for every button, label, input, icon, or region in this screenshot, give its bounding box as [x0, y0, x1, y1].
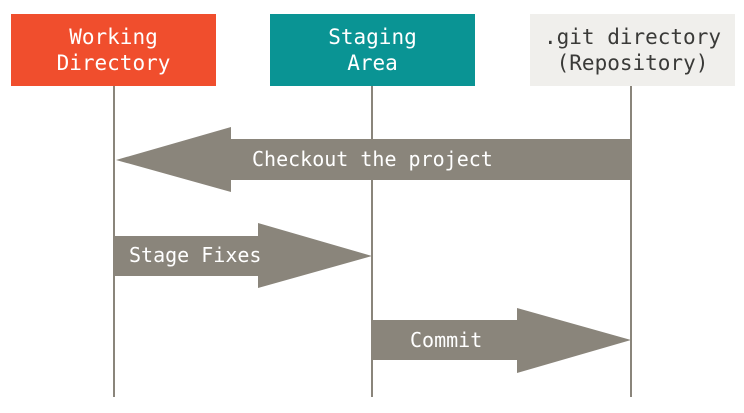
- git-directory-box: .git directory (Repository): [530, 14, 735, 86]
- git-directory-label-line1: .git directory: [543, 25, 721, 49]
- checkout-arrow-label: Checkout the project: [252, 147, 493, 171]
- staging-area-label-line1: Staging: [328, 25, 417, 49]
- working-directory-label-line2: Directory: [56, 51, 171, 75]
- git-directory-label-line2: (Repository): [556, 51, 709, 75]
- commit-arrow: [372, 308, 631, 373]
- working-directory-label-line1: Working: [69, 25, 158, 49]
- commit-arrow-label: Commit: [410, 328, 483, 352]
- stage-fixes-arrow-label: Stage Fixes: [129, 243, 262, 267]
- working-directory-box: Working Directory: [11, 14, 216, 86]
- stage-fixes-arrow: [114, 223, 372, 288]
- staging-area-label-line2: Area: [347, 51, 398, 75]
- staging-area-box: Staging Area: [270, 14, 475, 86]
- checkout-arrow: [116, 127, 631, 192]
